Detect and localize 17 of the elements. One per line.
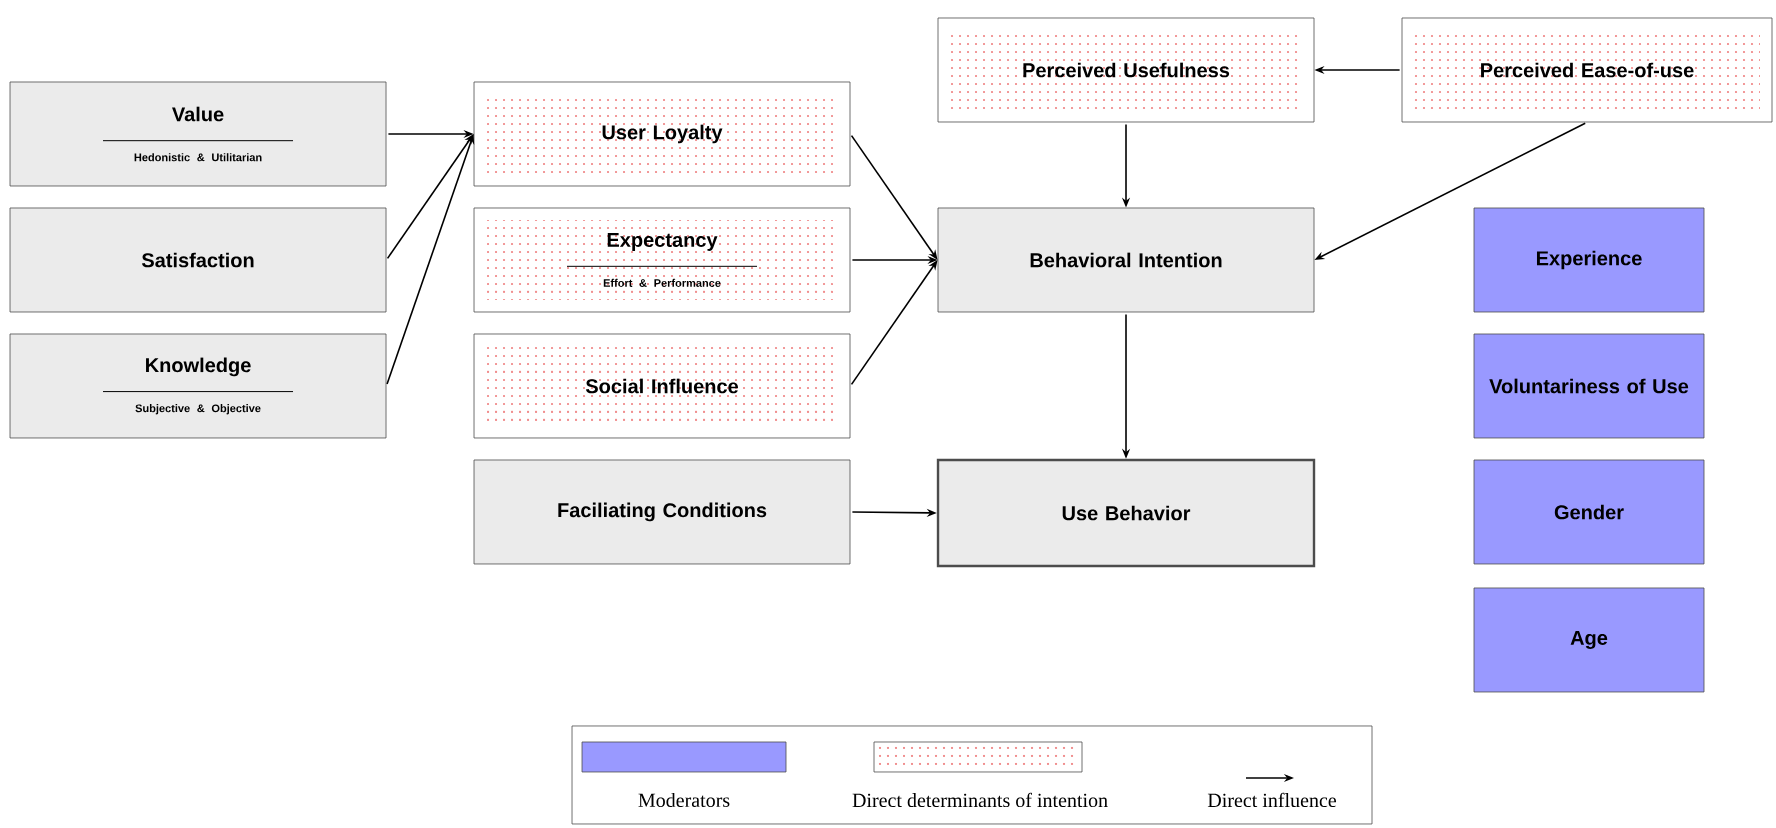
moderator-box: Age — [1473, 587, 1705, 693]
construct-box: Faciliating Conditions — [473, 459, 851, 565]
moderator-box: Voluntariness of Use — [1473, 333, 1705, 439]
determinant-box: Perceived Usefulness — [937, 17, 1315, 123]
construct-box: Behavioral Intention — [937, 207, 1315, 313]
legend-label: Direct influence — [1207, 792, 1336, 808]
determinant-box: Social Influence — [473, 333, 851, 439]
moderator-box: Gender — [1473, 459, 1705, 565]
construct-box: Satisfaction — [9, 207, 387, 313]
outcome-box: Use Behavior — [936, 458, 1316, 568]
moderator-box: Experience — [1473, 207, 1705, 313]
determinant-box: Perceived Ease-of-use — [1401, 17, 1773, 123]
arrow — [386, 134, 474, 260]
arrow — [850, 260, 938, 386]
determinant-box: User Loyalty — [473, 81, 851, 187]
legend-label: Direct determinants of intention — [852, 792, 1108, 808]
legend-label: Moderators — [638, 792, 730, 807]
